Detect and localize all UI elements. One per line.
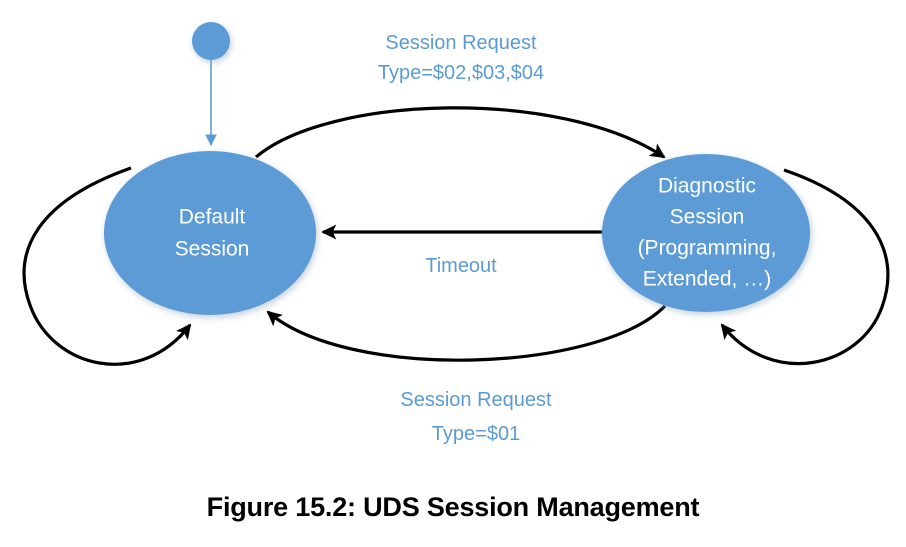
transition-label-diagnostic-to-default: Session Request Type=$01 <box>400 389 552 445</box>
default-session-ellipse <box>104 151 316 315</box>
state-node-default-session[interactable]: Default Session <box>104 151 316 315</box>
diagnostic-session-label-line-2: Session <box>670 206 745 229</box>
session-request-top-line-2: Type=$02,$03,$04 <box>378 62 544 84</box>
edge-default-self-loop <box>22 166 192 366</box>
diagnostic-session-label-line-4: Extended, …) <box>643 268 771 291</box>
transition-label-default-to-diagnostic: Session Request Type=$02,$03,$04 <box>378 32 544 84</box>
default-session-label-line-2: Session <box>175 238 250 261</box>
transition-label-timeout: Timeout <box>425 255 497 277</box>
session-request-bottom-line-2: Type=$01 <box>432 423 520 445</box>
figure-caption: Figure 15.2: UDS Session Management <box>206 492 700 522</box>
diagnostic-session-label-line-1: Diagnostic <box>658 175 756 198</box>
session-request-top-line-1: Session Request <box>385 32 537 54</box>
start-node-circle[interactable] <box>192 22 230 60</box>
edge-diagnostic-self-loop <box>720 168 890 366</box>
default-session-label-line-1: Default <box>179 206 246 229</box>
edge-default-to-diagnostic <box>254 106 666 159</box>
session-request-bottom-line-1: Session Request <box>400 389 552 411</box>
timeout-label: Timeout <box>425 255 497 277</box>
diagnostic-session-ellipse <box>602 154 810 312</box>
edge-diagnostic-to-default-request <box>266 304 667 362</box>
state-node-diagnostic-session[interactable]: Diagnostic Session (Programming, Extende… <box>602 154 810 312</box>
diagnostic-session-label-line-3: (Programming, <box>638 237 777 260</box>
